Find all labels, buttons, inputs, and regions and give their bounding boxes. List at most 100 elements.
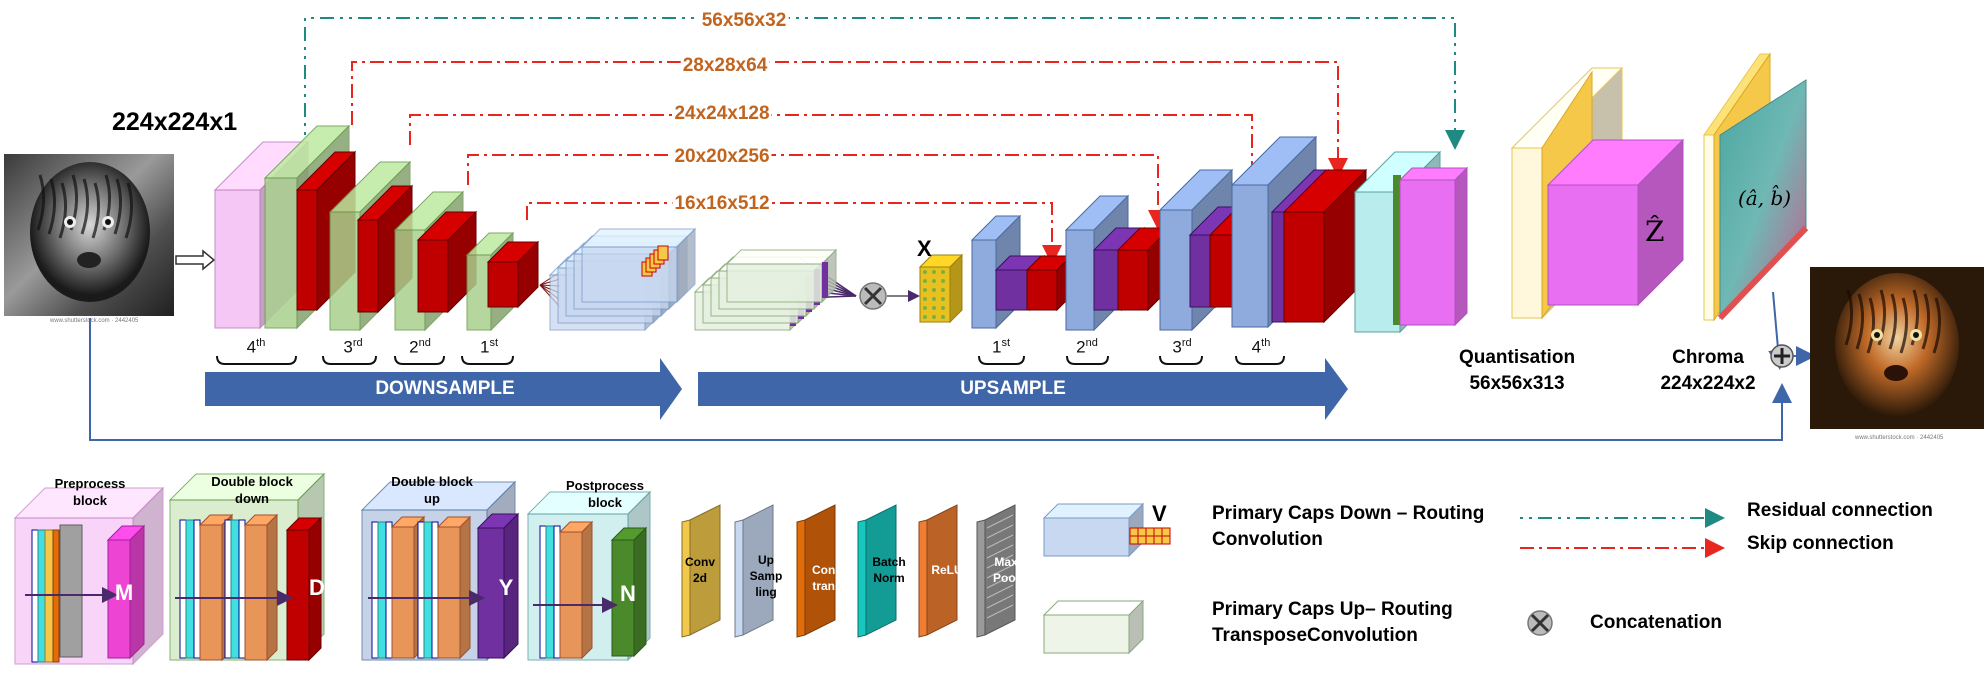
output-image-face [1835, 273, 1959, 417]
po-white2 [553, 525, 561, 659]
x-cube-dot [923, 297, 927, 301]
downsample-label: DOWNSAMPLE [375, 378, 515, 399]
postprocess-title: Postprocess block [565, 478, 645, 510]
input-image-nose [77, 252, 101, 268]
prim-hatch [986, 594, 1014, 609]
legend-caps-down-slab-front [1043, 517, 1130, 557]
x-cube-dot [941, 270, 945, 274]
prim-front [734, 519, 744, 638]
prim-front [857, 519, 867, 638]
prim-convtrans: Conv trans [812, 563, 842, 593]
combine-node-plus [1774, 348, 1790, 364]
legend-caps-up-slab-top [1042, 600, 1145, 616]
preprocess-title: Preprocess block [54, 476, 126, 508]
output-image-stripe [1888, 293, 1897, 350]
dec-red-2-front [1117, 249, 1149, 311]
x-label: X [917, 236, 932, 261]
prim-hatch [986, 604, 1014, 619]
quant-magenta [1546, 138, 1685, 307]
prim-conv2d: Conv 2d [685, 555, 715, 585]
post-block-cyan-front [1354, 191, 1401, 333]
legend-primitive-1 [734, 504, 774, 638]
pre-block-pink-front [214, 189, 261, 329]
quantisation-size: 56x56x313 [1469, 373, 1565, 394]
upsample-arrow [698, 358, 1348, 420]
prim-hatch [986, 514, 1014, 529]
x-cube-dot [932, 279, 936, 283]
legend-caps-down-grid [1161, 535, 1171, 545]
legend-caps-down-grid [1137, 527, 1147, 537]
down-level-2: 2nd [409, 337, 431, 357]
dec-purple-1-front [995, 269, 1031, 311]
up-level-2: 2nd [1076, 337, 1098, 357]
skip-line-24 [409, 114, 1262, 203]
enc-red-3 [416, 210, 478, 314]
double-down-letter: D [309, 575, 325, 600]
x-cube-dot [932, 270, 936, 274]
dd-red [285, 516, 323, 662]
du-orange [436, 515, 472, 660]
chroma-front-strip [1703, 134, 1715, 321]
dd-white [179, 519, 187, 659]
du-orange-side [459, 515, 471, 660]
x-cube-body [918, 253, 964, 324]
up-level-3: 3rd [1172, 337, 1192, 357]
x-cube-dot [941, 288, 945, 292]
dd-orange-side [266, 513, 278, 662]
skip-label-20: 20x20x256 [672, 146, 772, 168]
prim-hatch [986, 524, 1014, 539]
dd-cyan [185, 519, 195, 659]
enc-red-3-front [417, 239, 449, 313]
output-image-stripe [1899, 297, 1908, 354]
x-cube-dot [941, 297, 945, 301]
x-cube-dot [923, 270, 927, 274]
upsample-label: UPSAMPLE [960, 378, 1066, 399]
downsample-arrow [205, 358, 682, 420]
quant-yellow-front [1511, 147, 1543, 319]
prim-hatch [986, 534, 1014, 549]
watermark-right: www.shutterstock.com · 2442405 [1855, 435, 1944, 441]
output-image-pupil-l [1874, 332, 1880, 338]
prim-front [796, 519, 806, 638]
x-cube-dot [932, 297, 936, 301]
input-image-pupil-l [67, 219, 73, 225]
x-cube-dot [923, 306, 927, 310]
du-orange-front [437, 526, 461, 659]
double-up-title: Double block up [391, 474, 473, 506]
brace-down-4 [216, 355, 297, 365]
enc-green-4-front [466, 254, 492, 331]
input-image [4, 154, 174, 316]
dec-blue-3-front [1159, 209, 1193, 331]
input-image-stripe [124, 182, 133, 239]
prim-hatch [986, 544, 1014, 559]
chroma-symbol: (â, b̂) [1738, 186, 1792, 210]
legend-primitive-3 [857, 504, 897, 638]
output-image-stripe [1932, 297, 1941, 354]
du-cyan [423, 521, 433, 659]
output-image [1810, 267, 1984, 429]
caps-up-slab [725, 248, 838, 304]
chroma-title: Chroma [1672, 347, 1744, 368]
input-image-face [30, 162, 150, 302]
enc-red-2-front [357, 219, 379, 313]
dd-orange [243, 513, 279, 662]
residual-connection-line [304, 17, 1465, 150]
output-image-pupil-r [1913, 332, 1919, 338]
input-image-stripe [58, 182, 67, 239]
caps-up-purple [822, 262, 828, 298]
enc-green-2-front [329, 211, 361, 331]
concat-node-x [863, 286, 883, 306]
output-image-stripe [1866, 297, 1875, 354]
po-orange-side [581, 520, 593, 660]
prim-hatch [986, 554, 1014, 569]
dd-cyan [230, 519, 240, 659]
du-white [417, 521, 425, 659]
prim-hatch [986, 584, 1014, 599]
po-white [539, 525, 547, 659]
skip-label-56: 56x56x32 [699, 10, 789, 32]
pp-gray [59, 524, 83, 658]
chroma-block [1703, 52, 1809, 322]
po-green [610, 526, 648, 658]
skip-label-24: 24x24x128 [672, 103, 772, 125]
